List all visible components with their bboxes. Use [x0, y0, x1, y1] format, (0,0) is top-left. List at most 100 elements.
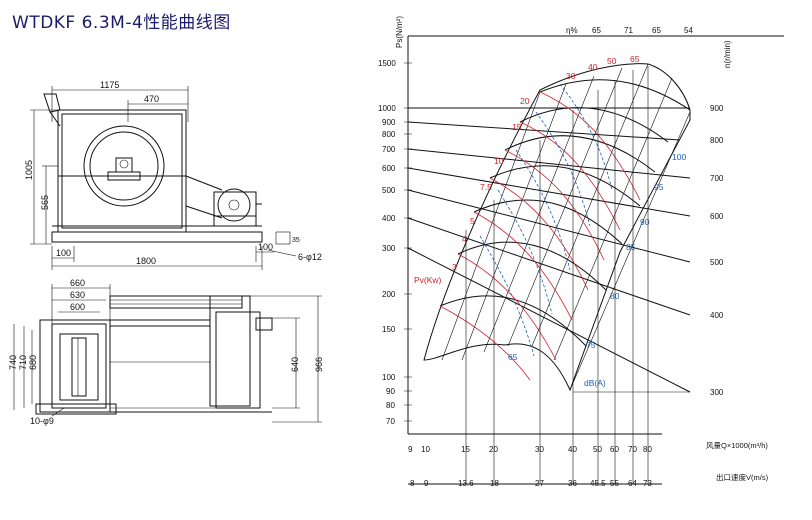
v-tick: 8	[410, 479, 415, 488]
v-tick: 18	[490, 479, 499, 488]
db-label: 85	[626, 242, 636, 252]
power-label: 50	[607, 56, 617, 66]
chart-title: WTDKF 6.3M-4性能曲线图	[12, 13, 231, 33]
db-label: 100	[672, 152, 686, 162]
power-label: 5	[470, 216, 475, 226]
dim-w1: 660	[70, 278, 85, 288]
ps-tick: 90	[386, 387, 395, 396]
eta-axis-label: η%	[566, 26, 578, 35]
n-tick: 900	[710, 104, 724, 113]
v-tick: 36	[568, 479, 577, 488]
eta-ticks: 65 71 65 54	[592, 26, 693, 35]
q-tick: 60	[610, 445, 619, 454]
q-gridlines	[465, 66, 690, 484]
ps-tick: 80	[386, 401, 395, 410]
q-tick: 20	[489, 445, 498, 454]
ps-tick: 1500	[378, 59, 396, 68]
dim-w2: 630	[70, 290, 85, 300]
dim-right-small: 100	[258, 242, 273, 252]
dim-height-total: 1005	[24, 160, 34, 180]
side-view-drawing: 1175 470 1005 565	[24, 80, 322, 270]
q-tick: 10	[421, 445, 430, 454]
dim-base-total: 1800	[136, 256, 156, 266]
v-tick: 73	[643, 479, 652, 488]
eta-tick: 54	[684, 26, 693, 35]
ps-tick: 200	[382, 290, 396, 299]
eta-tick: 65	[592, 26, 601, 35]
q-ticks: 9 10 15 20 30 40 50 60 70 80	[408, 445, 652, 454]
ps-tick: 600	[382, 164, 396, 173]
dim-holes-side: 6-φ12	[298, 252, 322, 262]
power-label: 4	[462, 234, 467, 244]
q-tick: 30	[535, 445, 544, 454]
ps-tick: 500	[382, 186, 396, 195]
q-tick: 80	[643, 445, 652, 454]
power-curves	[439, 91, 641, 381]
q-tick: 70	[628, 445, 637, 454]
ps-tick: 150	[382, 325, 396, 334]
performance-chart: Ps(N/m²) n(r/min) η% Pv(Kw) dB(A) 风量Q×10…	[378, 16, 784, 488]
ps-tick: 300	[382, 244, 396, 253]
db-label: 65	[508, 352, 518, 362]
ps-tick: 800	[382, 130, 396, 139]
db-label: 95	[654, 182, 664, 192]
n-tick: 300	[710, 388, 724, 397]
q-tick: 15	[461, 445, 470, 454]
db-axis-label: dB(A)	[584, 378, 606, 388]
v-ticks: 8 9 13.6 18 27 36 45.5 55 64 73	[410, 479, 652, 488]
v-axis-label: 出口速度V(m/s)	[716, 472, 769, 482]
power-label: 3	[452, 262, 457, 272]
power-label: 15	[512, 122, 522, 132]
dim-side-small: 35	[292, 237, 300, 244]
noise-curves	[479, 83, 613, 357]
dim-h4: 640	[290, 357, 300, 372]
dim-holes-top: 10-φ9	[30, 416, 54, 426]
q-tick: 40	[568, 445, 577, 454]
n-tick: 600	[710, 212, 724, 221]
power-label: 30	[566, 71, 576, 81]
ps-tick: 1000	[378, 104, 396, 113]
q-tick: 9	[408, 445, 413, 454]
v-tick: 27	[535, 479, 544, 488]
ps-tick: 700	[382, 145, 396, 154]
ps-tick: 100	[382, 373, 396, 382]
n-axis-label: n(r/min)	[723, 40, 732, 68]
top-view-drawing: 660 630 600 740 710 680 640	[8, 278, 324, 426]
power-label: 65	[630, 54, 640, 64]
pv-axis-label: Pv(Kw)	[414, 275, 442, 285]
eta-tick: 71	[624, 26, 633, 35]
dim-top-total: 1175	[100, 80, 119, 90]
dim-height-part: 565	[40, 195, 50, 210]
db-label: 90	[640, 217, 650, 227]
dim-h2: 710	[18, 355, 28, 370]
ps-axis-label: Ps(N/m²)	[395, 16, 404, 48]
v-tick: 55	[610, 479, 619, 488]
v-tick: 9	[424, 479, 429, 488]
dim-h1: 740	[8, 355, 18, 370]
n-tick: 800	[710, 136, 724, 145]
n-tick: 500	[710, 258, 724, 267]
power-label: 20	[520, 96, 530, 106]
ps-tick: 400	[382, 214, 396, 223]
dim-h5: 966	[314, 357, 324, 372]
power-label: 40	[588, 62, 598, 72]
system-lines	[441, 63, 691, 391]
v-tick: 13.6	[458, 479, 474, 488]
dim-top-part: 470	[144, 94, 159, 104]
q-axis-label: 风量Q×1000(m³/h)	[706, 441, 768, 450]
dim-w3: 600	[70, 302, 85, 312]
ps-ticks: 1500 1000 900 800 700 600 500 400 300 20…	[378, 59, 396, 426]
dim-h3: 680	[28, 355, 38, 370]
n-lines: 900 800 700 600 500 400 300	[407, 104, 724, 397]
n-tick: 400	[710, 311, 724, 320]
ps-tick: 70	[386, 417, 395, 426]
ps-tick: 900	[382, 118, 396, 127]
v-tick: 45.5	[590, 479, 606, 488]
dim-base-small: 100	[56, 248, 71, 258]
power-label: 7.5	[480, 182, 492, 192]
db-label: 75	[586, 340, 596, 350]
eta-tick: 65	[652, 26, 661, 35]
n-tick: 700	[710, 174, 724, 183]
power-label: 10	[494, 156, 504, 166]
